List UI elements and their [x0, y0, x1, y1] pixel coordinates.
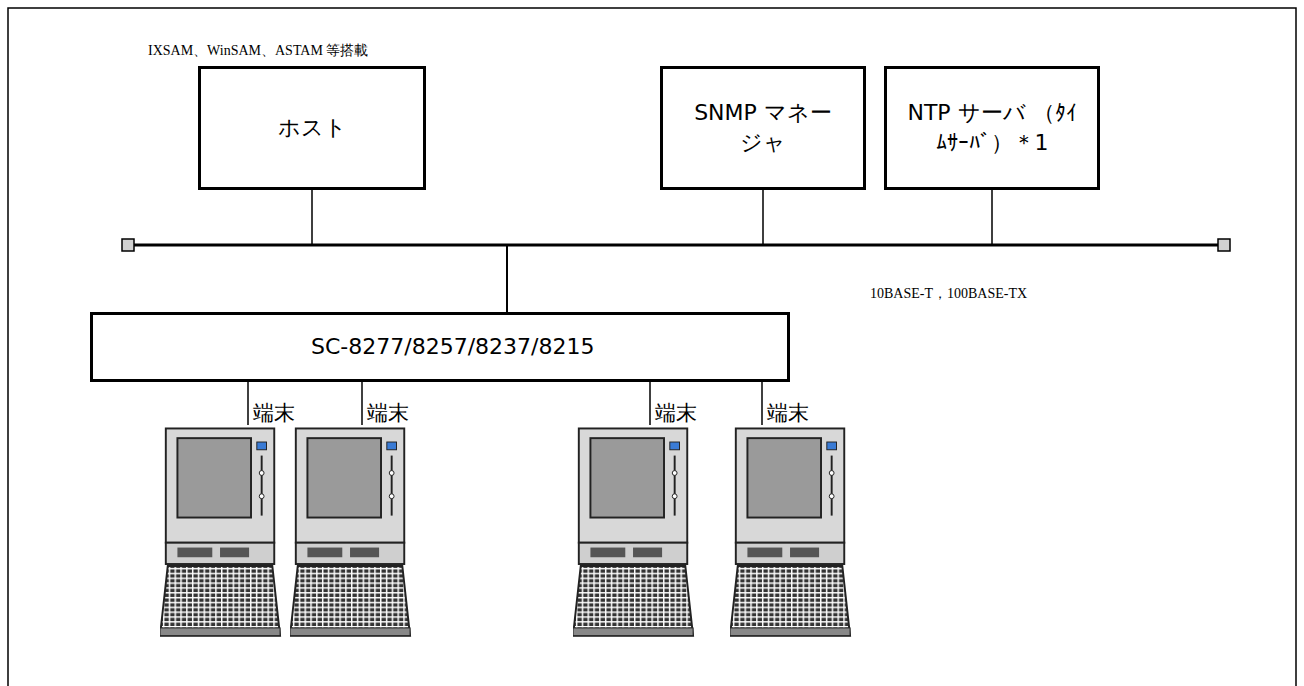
laptop-icon [290, 425, 412, 643]
box-label: SC-8277/8257/8237/8215 [311, 332, 594, 362]
terminal-label: 端末 [253, 403, 295, 424]
bus-terminator [1218, 239, 1230, 251]
network-cable [649, 382, 651, 425]
network-cable [507, 190, 763, 312]
note-label: 10BASE-T，100BASE-TX [870, 285, 1027, 303]
terminal-node: 端末 [290, 425, 412, 643]
laptop-icon [160, 425, 282, 643]
box-label: SNMP マネージャ [688, 98, 838, 157]
network-cable [761, 382, 763, 425]
terminal-node: 端末 [160, 425, 282, 643]
device-box: SC-8277/8257/8237/8215 [90, 312, 790, 382]
laptop-icon [573, 425, 695, 643]
terminal-label: 端末 [655, 403, 697, 424]
terminal-label: 端末 [767, 403, 809, 424]
laptop-icon [730, 425, 852, 643]
network-cable [247, 382, 249, 425]
device-box: SNMP マネージャ [660, 66, 866, 190]
outer-frame [8, 8, 1296, 686]
box-label: ホスト [278, 113, 347, 143]
terminal-node: 端末 [573, 425, 695, 643]
bus-terminator [122, 239, 134, 251]
device-box: ホスト [198, 66, 426, 190]
network-cable [312, 190, 507, 312]
network-cable [361, 382, 363, 425]
note-label: IXSAM、WinSAM、ASTAM 等搭載 [148, 42, 368, 60]
device-box: NTP サーバ （ﾀｲﾑｻｰﾊﾞ）＊1 [884, 66, 1100, 190]
box-label: NTP サーバ （ﾀｲﾑｻｰﾊﾞ）＊1 [902, 98, 1082, 157]
terminal-node: 端末 [730, 425, 852, 643]
terminal-label: 端末 [367, 403, 409, 424]
